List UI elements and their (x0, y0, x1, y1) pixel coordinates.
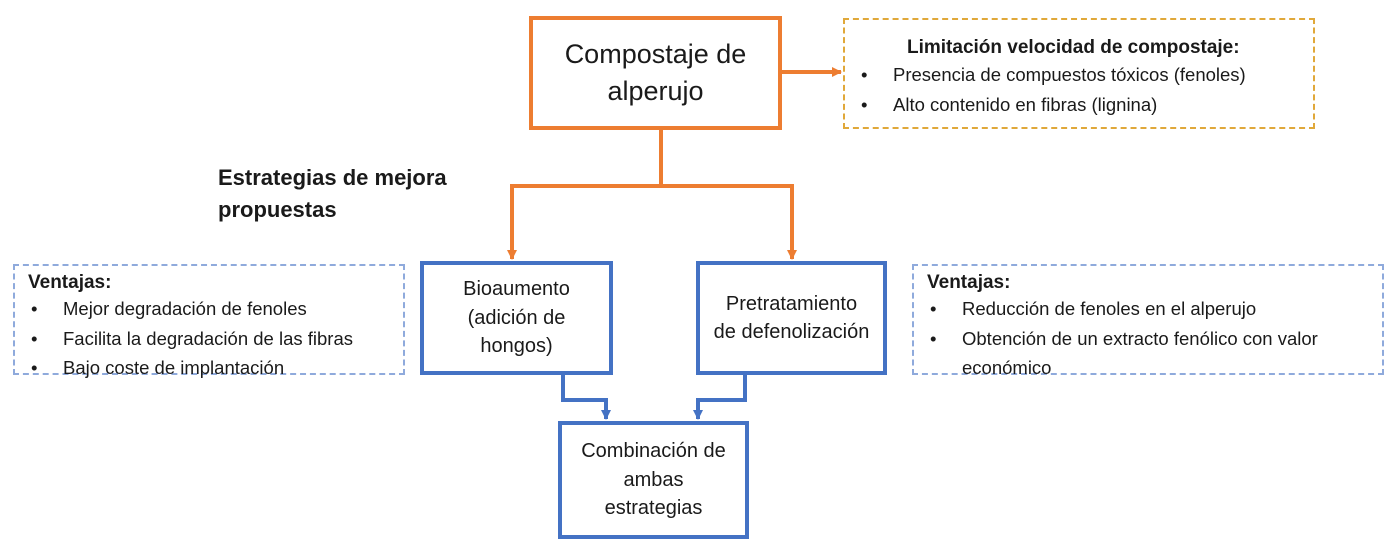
arrow-bio-to-combination (561, 374, 611, 420)
arrow-to-pretratamiento (661, 184, 797, 260)
arrow-to-bioaumento (507, 184, 661, 260)
strategies-label-line1: Estrategias de mejora (218, 165, 447, 190)
main-process-box: Compostaje de alperujo (529, 16, 782, 130)
left-advantages-box: Ventajas: Mejor degradación de fenoles F… (13, 264, 405, 382)
right-advantages-box: Ventajas: Reducción de fenoles en el alp… (912, 264, 1384, 378)
left-advantages-heading: Ventajas: (28, 272, 112, 293)
left-advantages-list: Mejor degradación de fenoles Facilita la… (15, 294, 403, 383)
left-advantage-item: Bajo coste de implantación (15, 353, 403, 383)
right-advantages-list: Reducción de fenoles en el alperujo Obte… (914, 294, 1382, 383)
combination-line1: Combinación de (581, 440, 726, 463)
main-process-line2: alperujo (607, 76, 704, 106)
bioaumento-line2: (adición de (467, 306, 566, 329)
bioaumento-line3: hongos) (480, 335, 553, 358)
right-advantage-continuation: económico (962, 357, 1052, 379)
limitation-box: Limitación velocidad de compostaje: Pres… (843, 18, 1315, 129)
right-advantage-item: Obtención de un extracto fenólico con va… (914, 324, 1382, 354)
left-advantage-item: Facilita la degradación de las fibras (15, 324, 403, 354)
bioaumento-line1: Bioaumento (463, 278, 570, 301)
limitation-heading: Limitación velocidad de compostaje: (907, 37, 1240, 58)
pretratamiento-line1: Pretratamiento (725, 292, 858, 315)
main-process-line1: Compostaje de (564, 38, 747, 69)
limitation-item: Presencia de compuestos tóxicos (fenoles… (845, 60, 1313, 90)
strategies-label: Estrategias de mejora propuestas (218, 162, 478, 226)
right-advantage-item: Reducción de fenoles en el alperujo (914, 294, 1382, 324)
combination-line2: ambas (623, 468, 684, 491)
pretratamiento-line2: de defenolización (713, 321, 870, 343)
arrow-pre-to-combination (693, 374, 747, 420)
combination-box: Combinación de ambas estrategias (558, 421, 749, 539)
limitation-list: Presencia de compuestos tóxicos (fenoles… (845, 60, 1313, 119)
combination-line3: estrategias (604, 497, 703, 520)
strategies-label-line2: propuestas (218, 196, 337, 222)
limitation-item: Alto contenido en fibras (lignina) (845, 90, 1313, 120)
pretratamiento-box: Pretratamiento de defenolización (696, 261, 887, 375)
right-advantages-heading: Ventajas: (927, 272, 1011, 293)
left-advantage-item: Mejor degradación de fenoles (15, 294, 403, 324)
bioaumento-box: Bioaumento (adición de hongos) (420, 261, 613, 375)
